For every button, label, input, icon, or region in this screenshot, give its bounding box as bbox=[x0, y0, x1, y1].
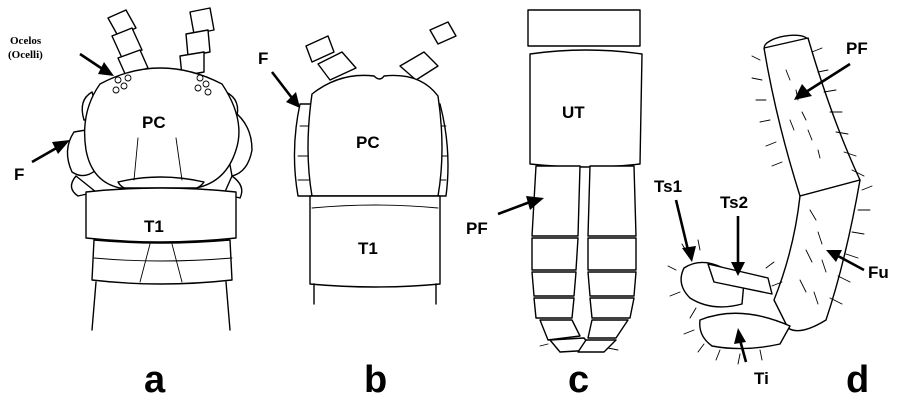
panel-c-pf-arrow bbox=[498, 202, 530, 214]
panel-c-label-pf: PF bbox=[466, 219, 488, 238]
panel-a-body-continuation bbox=[92, 282, 230, 330]
panel-b-label-f: F bbox=[258, 49, 268, 68]
panel-a-label-pc: PC bbox=[142, 113, 166, 132]
panel-c-right-leg bbox=[578, 166, 636, 352]
panel-c-ultimate-tergite bbox=[530, 50, 642, 167]
panel-c-top-segment bbox=[528, 10, 640, 46]
panel-a-left-antenna bbox=[108, 10, 148, 76]
panel-a-label-ocelli: (Ocelli) bbox=[8, 49, 43, 61]
panel-a-ocelli-arrow bbox=[80, 54, 104, 70]
panel-b-drawing bbox=[294, 22, 456, 304]
panel-b-f-arrow bbox=[272, 72, 292, 98]
panel-d-label-ts1: Ts1 bbox=[654, 177, 682, 196]
panel-c-letter: c bbox=[568, 359, 589, 400]
panel-d-label-ti: Ti bbox=[754, 369, 769, 388]
panel-d-label-fu: Fu bbox=[868, 263, 889, 282]
panel-d-femur bbox=[774, 180, 860, 331]
panel-a-label-f: F bbox=[14, 165, 24, 184]
panel-b-label-pc: PC bbox=[356, 133, 380, 152]
panel-a-letter: a bbox=[144, 359, 166, 400]
panel-c-drawing bbox=[528, 10, 642, 352]
panel-a-label-ocelos: Ocelos bbox=[10, 35, 42, 47]
panel-b-label-t1: T1 bbox=[358, 239, 378, 258]
panel-c-left-leg bbox=[532, 166, 594, 352]
panel-b-left-antenna bbox=[306, 36, 356, 80]
panel-d-label-ts2: Ts2 bbox=[720, 193, 748, 212]
panel-c-label-ut: UT bbox=[562, 103, 585, 122]
panel-a-right-antenna bbox=[180, 8, 214, 76]
panel-d-tibia bbox=[700, 313, 790, 348]
panel-a-drawing bbox=[67, 8, 252, 330]
panel-d-ts1-arrow bbox=[676, 200, 688, 250]
panel-d-label-pf: PF bbox=[846, 39, 868, 58]
panel-a-segment-2 bbox=[92, 240, 232, 284]
panel-b-right-antenna bbox=[400, 22, 456, 80]
panel-d-letter: d bbox=[846, 359, 869, 400]
panel-d-drawing bbox=[668, 32, 872, 364]
panel-d-prefemur bbox=[764, 38, 860, 196]
panel-a-label-t1: T1 bbox=[144, 217, 164, 236]
panel-b-letter: b bbox=[364, 359, 387, 400]
